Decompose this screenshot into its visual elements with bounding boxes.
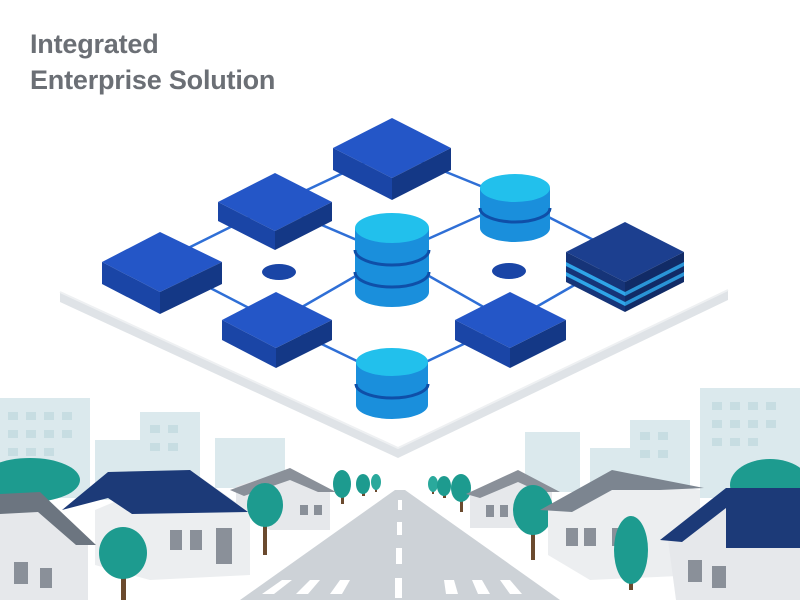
tree-icon (333, 470, 351, 504)
database-cylinder-icon (478, 174, 552, 242)
tree-icon (371, 474, 381, 492)
tree-icon (247, 483, 283, 555)
tree-icon (614, 516, 648, 590)
server-block-icon (218, 173, 332, 250)
tree-icon (451, 474, 471, 512)
title-line-2: Enterprise Solution (30, 65, 276, 95)
database-cylinder-icon (353, 213, 431, 307)
house-icon (0, 492, 96, 600)
network-platform (59, 289, 729, 458)
page-title: Integrated Enterprise Solution (30, 26, 275, 98)
database-cylinder-icon (354, 348, 430, 419)
server-block-icon (222, 292, 332, 368)
road (240, 490, 560, 600)
tree-icon (356, 474, 370, 496)
tree-icon (437, 476, 451, 498)
title-line-1: Integrated (30, 29, 159, 59)
house-icon (660, 488, 800, 600)
server-stack-icon (566, 222, 684, 312)
server-block-icon (102, 232, 222, 314)
tree-icon (513, 485, 553, 560)
node-dot-icon (262, 264, 296, 280)
server-block-icon (455, 292, 566, 368)
tree-icon (428, 476, 438, 494)
tree-icon (99, 527, 147, 600)
server-block-icon (333, 118, 451, 200)
node-dot-icon (492, 263, 526, 279)
tree-icon (0, 458, 80, 502)
